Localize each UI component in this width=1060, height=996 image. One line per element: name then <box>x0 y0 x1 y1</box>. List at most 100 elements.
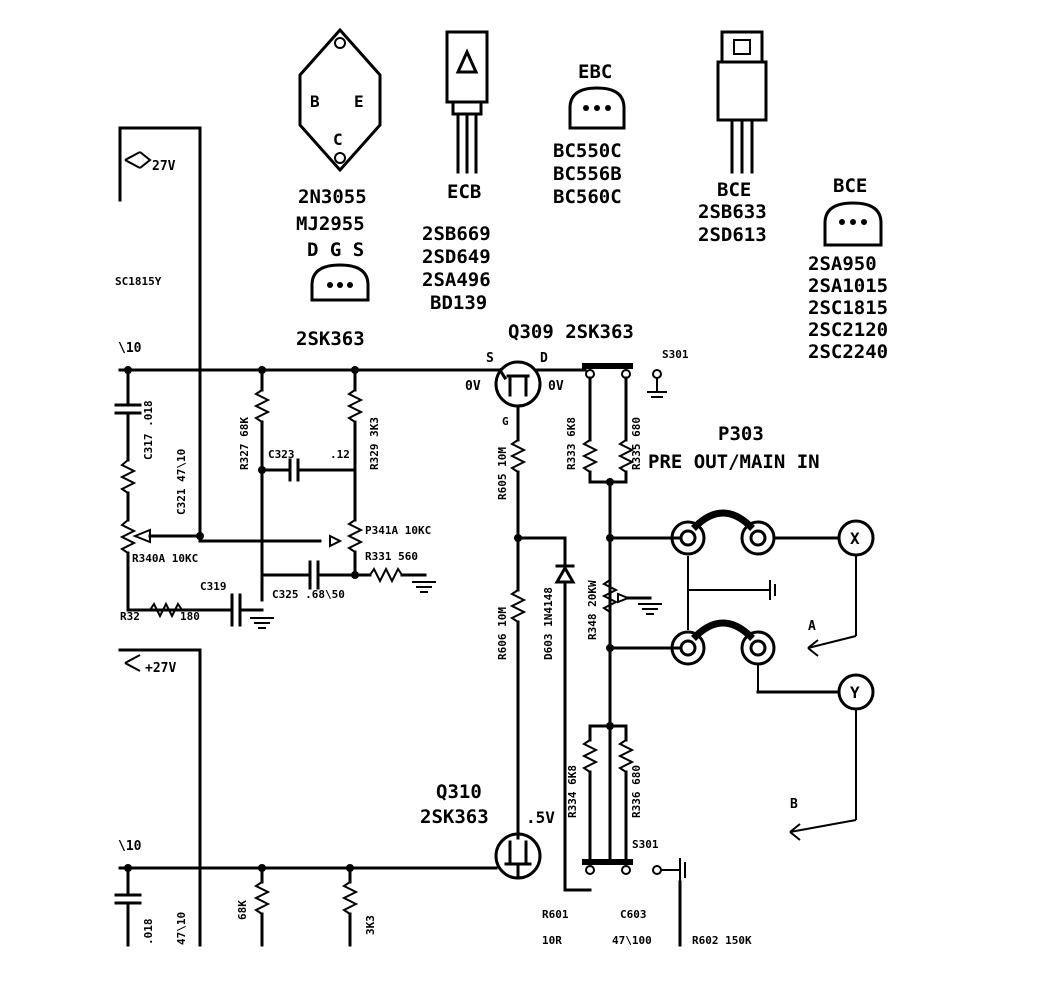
c319-label: C319 <box>200 580 227 593</box>
q309-voltage-right: 0V <box>548 379 564 394</box>
c603-label: C603 <box>620 908 647 921</box>
to3-pin-e: E <box>354 92 364 111</box>
top-rail-wire <box>118 366 502 374</box>
c321-label: C321 47\10 <box>175 449 188 515</box>
bottom-r-3k3: 3K3 <box>364 915 377 935</box>
to92-bce-part-4: 2SC2120 <box>808 319 888 341</box>
to92-ebc-part-3: BC560C <box>553 186 622 208</box>
r331-label: R331 560 <box>365 550 418 563</box>
bottom-c-value: .018 <box>142 919 155 946</box>
r333-resistor <box>581 376 612 484</box>
q310-voltage: .5V <box>526 808 555 827</box>
q309-fet-symbol <box>494 360 587 422</box>
r335-resistor <box>606 376 635 862</box>
rca-jack-block <box>670 509 857 841</box>
r333-label: R333 6K8 <box>565 417 578 470</box>
q309-source-pin: S <box>486 351 494 366</box>
supply-27v-mid: +27V <box>145 661 176 676</box>
r605-label: R605 10M <box>496 447 509 500</box>
to3-part-1: 2N3055 <box>298 186 367 208</box>
r606-resistor <box>509 589 527 840</box>
c603-value: 47\100 <box>612 934 652 947</box>
r32x-label: R32 <box>120 610 140 623</box>
q309-label: Q309 2SK363 <box>508 321 634 343</box>
node-y-label: Y <box>850 683 860 702</box>
c323-label: C323 <box>268 448 295 461</box>
rail-top-label: \10 <box>118 341 142 356</box>
p303-label: P303 <box>718 423 764 445</box>
r329-label: R329 3K3 <box>368 417 381 470</box>
to126-part-1: 2SB669 <box>422 223 491 245</box>
c325-label: C325 .68\50 <box>272 588 345 601</box>
r32x-value: 180 <box>180 610 200 623</box>
q310-part: 2SK363 <box>420 806 489 828</box>
bottom-r-68k: 68K <box>236 900 249 920</box>
q309-gate-pin: G <box>502 415 509 428</box>
r336-label: R336 680 <box>630 765 643 818</box>
node-x-label: X <box>850 529 860 548</box>
c323-capacitor <box>260 458 357 482</box>
fet-part: 2SK363 <box>296 328 365 350</box>
c319-capacitor <box>126 593 274 629</box>
c323-value: .12 <box>330 448 350 461</box>
p341a-label: P341A 10KC <box>365 524 431 537</box>
r601-label: R601 <box>542 908 569 921</box>
c325-capacitor <box>260 560 357 590</box>
node-y <box>837 673 875 711</box>
r334-resistor <box>581 722 628 862</box>
d603-label: D603 1N4148 <box>542 587 555 660</box>
to126-part-3: 2SA496 <box>422 269 491 291</box>
r331-resistor <box>353 566 436 593</box>
to92-ebc-pinout: EBC <box>578 61 612 83</box>
r601-value: 10R <box>542 934 562 947</box>
to220-package-icon <box>716 30 768 174</box>
to92-ebc-package-icon <box>568 86 626 130</box>
to3-part-2: MJ2955 <box>296 213 365 235</box>
to92-bce-part-5: 2SC2240 <box>808 341 888 363</box>
d603-diode <box>516 536 592 892</box>
r336-resistor <box>617 724 635 862</box>
to220-pinout: BCE <box>717 179 751 201</box>
r329-resistor <box>346 368 364 522</box>
s301-top-label: S301 <box>662 348 689 361</box>
to220-part-1: 2SB633 <box>698 201 767 223</box>
node-x <box>837 519 875 557</box>
left-edge-wires <box>118 126 202 947</box>
to220-part-2: 2SD613 <box>698 224 767 246</box>
to92-ebc-part-2: BC556B <box>553 163 622 185</box>
to126-part-4: BD139 <box>430 292 487 314</box>
r334-label: R334 6K8 <box>566 765 579 818</box>
r348-label: R348 20KW <box>586 580 599 640</box>
r327-resistor <box>253 368 271 602</box>
q309-drain-pin: D <box>540 351 548 366</box>
c317-capacitor <box>114 368 142 612</box>
to92-bce-part-3: 2SC1815 <box>808 297 888 319</box>
q309-voltage-left: 0V <box>465 379 481 394</box>
q310-fet-symbol <box>494 832 542 880</box>
to92-bce-pinout: BCE <box>833 175 867 197</box>
bottom-rail-wire <box>114 864 498 947</box>
r340a-potentiometer <box>132 528 322 544</box>
bottom-c2-value: 47\10 <box>175 912 188 945</box>
r335-label: R335 680 <box>630 417 643 470</box>
r348-potentiometer <box>601 534 682 652</box>
r340a-label: R340A 10KC <box>132 552 198 565</box>
to92-ebc-part-1: BC550C <box>553 140 622 162</box>
to3-package-icon <box>298 27 382 173</box>
to126-pinout: ECB <box>447 181 481 203</box>
to3-pin-b: B <box>310 92 320 111</box>
s301-bottom-label: S301 <box>632 838 659 851</box>
r327-label: R327 68K <box>238 417 251 470</box>
to126-package-icon <box>445 30 489 174</box>
to92-bce-package-icon <box>823 201 883 247</box>
ref-sc1815y: SC1815Y <box>115 275 162 288</box>
p341a-potentiometer <box>329 519 364 579</box>
arrow-a-label: A <box>808 619 816 634</box>
r606-label: R606 10M <box>496 607 509 660</box>
r602-label: R602 150K <box>692 934 752 947</box>
arrow-b-label: B <box>790 797 798 812</box>
fet-pinout: D G S <box>307 239 364 261</box>
fet-package-icon <box>310 263 370 302</box>
q310-label: Q310 <box>436 781 482 803</box>
